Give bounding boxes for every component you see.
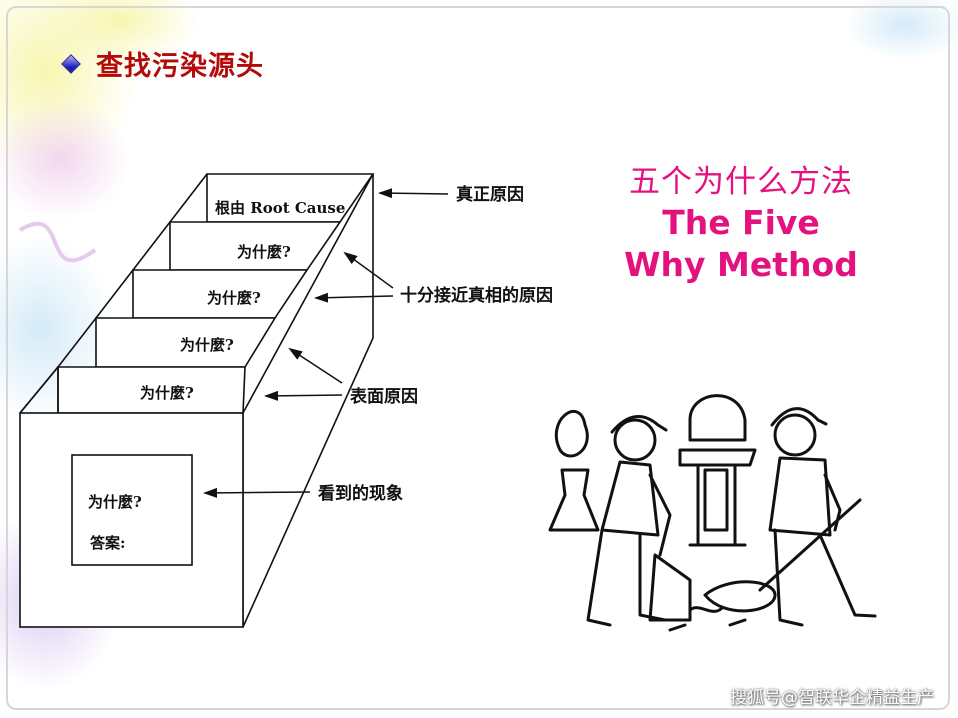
left-worker-arm xyxy=(648,473,672,557)
ornament-stand-right xyxy=(678,394,757,547)
method-title: 五个为什么方法 The Five Why Method xyxy=(608,162,874,286)
step-label-why-4: 为什麼? xyxy=(140,384,194,402)
workers-sweeping-illustration-icon xyxy=(548,394,877,632)
step-label-why-2: 为什麼? xyxy=(207,289,261,307)
heading: 查找污染源头 xyxy=(61,44,264,83)
left-edge-lines xyxy=(19,173,208,414)
arrow-near-truth-upper xyxy=(343,251,394,289)
right-worker-arm xyxy=(823,473,842,532)
balloon-green-shape xyxy=(40,0,200,65)
callout-near-truth: 十分接近真相的原因 xyxy=(400,285,553,306)
arrow-surface-upper xyxy=(288,347,343,384)
right-worker-body xyxy=(768,456,877,627)
dustpan-shape xyxy=(648,553,692,622)
method-title-english-line1: The Five xyxy=(662,203,820,242)
arrow-near-truth-lower xyxy=(314,292,394,303)
step-label-why-1: 为什麼? xyxy=(237,243,291,261)
right-worker-cap xyxy=(770,407,828,427)
method-title-english-line2: Why Method xyxy=(624,245,858,284)
arrow-observed xyxy=(203,487,311,498)
balloon-pink-shape xyxy=(0,100,130,220)
broom-handle xyxy=(758,498,862,592)
broom-head xyxy=(703,580,777,613)
callout-surface: 表面原因 xyxy=(350,386,418,407)
ornament-stand-left xyxy=(548,410,600,532)
right-worker-head xyxy=(773,413,817,457)
front-question-label: 为什麼? xyxy=(88,493,142,511)
left-worker-body xyxy=(586,460,667,627)
question-box xyxy=(71,454,193,566)
ornament-box xyxy=(703,468,729,532)
dust-marks xyxy=(668,606,747,632)
left-worker-cap xyxy=(610,415,668,434)
callout-observed: 看到的现象 xyxy=(317,483,403,504)
callout-true-cause: 真正原因 xyxy=(456,184,524,205)
balloon-topright-shape xyxy=(845,0,958,60)
watermark-text: 搜狐号@智联华企精益生产 xyxy=(730,688,934,708)
left-worker-head xyxy=(613,418,657,462)
method-title-chinese: 五个为什么方法 xyxy=(629,164,853,200)
heading-text: 查找污染源头 xyxy=(96,51,264,82)
arrow-true-cause xyxy=(378,188,449,199)
step-label-why-3: 为什麼? xyxy=(180,336,234,354)
step-label-root-cause: 根由 Root Cause xyxy=(215,199,345,217)
ribbon-shape xyxy=(18,221,97,263)
arrow-surface-lower xyxy=(264,390,343,401)
front-answer-label: 答案: xyxy=(90,534,126,552)
